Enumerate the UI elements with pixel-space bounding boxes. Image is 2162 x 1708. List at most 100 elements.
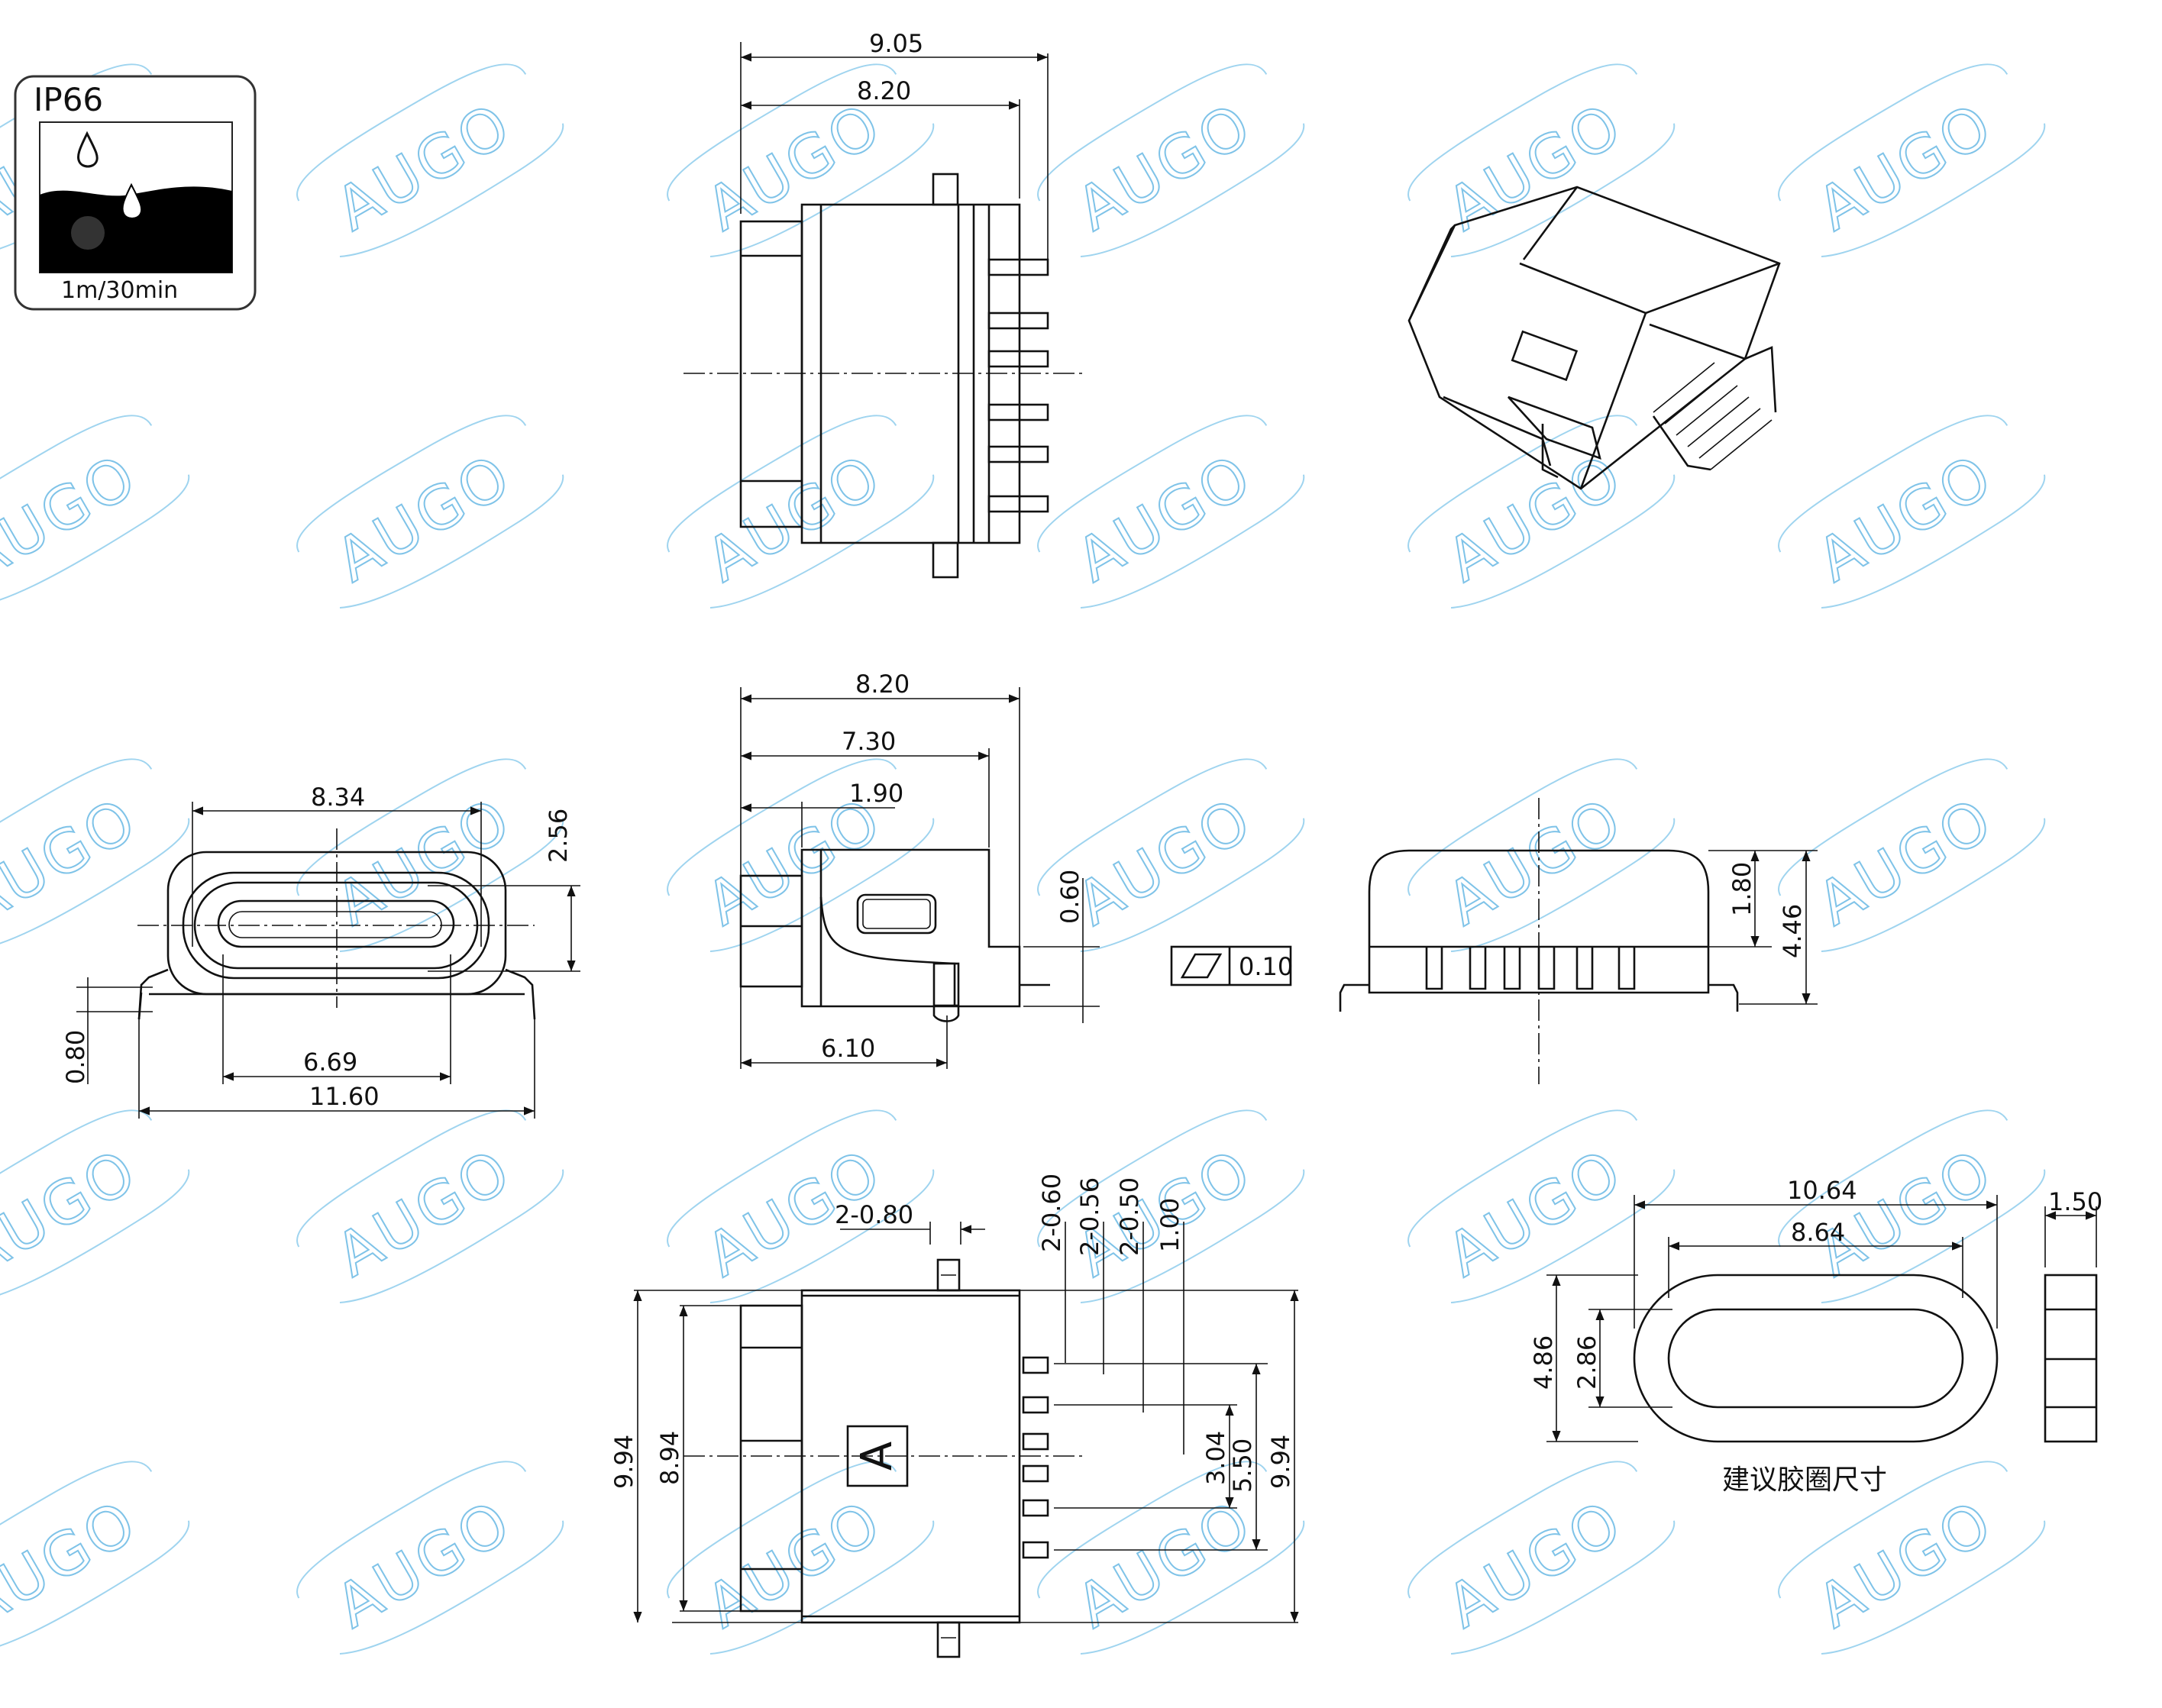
watermark-text: AUGO: [1436, 1487, 1634, 1642]
watermark: AUGO: [1407, 415, 1676, 609]
dim-footprint-pins: 5.50: [1228, 1438, 1257, 1493]
dim-footprint-body: 8.94: [655, 1431, 684, 1485]
watermark-swoosh: [1821, 1520, 2046, 1655]
watermark: AUGO: [0, 1109, 190, 1303]
watermark: AUGO: [667, 415, 935, 609]
watermark-text: AUGO: [325, 1487, 523, 1642]
watermark-swoosh: [1778, 63, 2008, 202]
ip66-badge: IP66 1m/30min: [14, 75, 257, 311]
watermark: AUGO: [667, 1461, 935, 1655]
watermark-swoosh: [1407, 1461, 1638, 1599]
watermark-swoosh: [0, 415, 153, 553]
watermark-text: AUGO: [1065, 441, 1264, 596]
watermark-swoosh: [709, 1169, 935, 1303]
watermark-swoosh: [1080, 818, 1305, 952]
water-body: [40, 186, 232, 273]
watermark-text: AUGO: [1806, 1136, 2005, 1290]
dim-gasket-inner: 8.64: [1791, 1218, 1845, 1247]
top-view: 9.05 8.20: [684, 29, 1084, 579]
isometric-view: [1407, 186, 1781, 490]
watermark-text: AUGO: [695, 441, 894, 596]
watermark-text: AUGO: [1065, 1487, 1264, 1642]
watermark-swoosh: [1821, 474, 2046, 609]
watermark: AUGO: [1407, 758, 1676, 952]
watermark: AUGO: [296, 1461, 564, 1655]
watermark-swoosh: [296, 1461, 527, 1599]
top-pin: [987, 445, 1049, 463]
dim-side-front: 6.10: [821, 1034, 875, 1063]
watermark-text: AUGO: [1436, 1136, 1634, 1290]
watermark-text: AUGO: [1065, 785, 1264, 939]
watermark-swoosh: [0, 758, 153, 896]
watermark-text: AUGO: [1065, 90, 1264, 244]
dim-footprint-inner: 3.04: [1201, 1431, 1230, 1485]
watermark-swoosh: [709, 1520, 935, 1655]
dim-footprint-height: 9.94: [609, 1435, 638, 1489]
gasket-view: 10.64 8.64 4.86 2.86 1.50 建议胶圈尺寸: [1529, 1176, 2102, 1496]
rear-view: 1.80 4.46: [1339, 798, 1818, 1084]
gasket-caption: 建议胶圈尺寸: [1722, 1464, 1887, 1496]
watermark: AUGO: [0, 1461, 190, 1655]
watermark-text: AUGO: [325, 441, 523, 596]
watermark: AUGO: [296, 415, 564, 609]
watermark-swoosh: [1778, 1461, 2008, 1599]
watermark-swoosh: [1821, 1169, 2046, 1303]
watermark-swoosh: [667, 1109, 897, 1248]
watermark: AUGO: [1778, 758, 2046, 952]
watermark-swoosh: [0, 818, 190, 952]
watermark-swoosh: [296, 415, 527, 553]
watermark-swoosh: [1037, 63, 1268, 202]
watermark-swoosh: [667, 1461, 897, 1599]
watermark-text: AUGO: [325, 90, 523, 244]
ip-rating: IP66: [34, 81, 103, 118]
ip-condition: 1m/30min: [61, 277, 178, 304]
watermark-swoosh: [0, 1461, 153, 1599]
watermark-swoosh: [1037, 1461, 1268, 1599]
watermark-swoosh: [1080, 474, 1305, 609]
watermark-swoosh: [1080, 123, 1305, 257]
rear-pin: [1617, 947, 1636, 990]
dim-pin-width-1: 2-0.60: [1037, 1174, 1066, 1252]
watermark-swoosh: [1778, 758, 2008, 896]
dim-side-shell: 1.90: [849, 779, 903, 808]
watermark: AUGO: [1037, 415, 1305, 609]
dim-front-overall: 11.60: [309, 1082, 380, 1111]
watermark-swoosh: [1821, 123, 2046, 257]
watermark-swoosh: [339, 474, 564, 609]
watermark-text: AUGO: [1806, 441, 2005, 596]
dim-gasket-height: 4.86: [1529, 1335, 1558, 1390]
watermark: AUGO: [296, 1109, 564, 1303]
dim-side-pin: 0.60: [1055, 870, 1084, 924]
watermark: AUGO: [1407, 63, 1676, 257]
watermark-text: AUGO: [1436, 785, 1634, 939]
dim-gasket-thickness: 1.50: [2048, 1187, 2102, 1216]
watermark-swoosh: [709, 474, 935, 609]
watermark-swoosh: [339, 1169, 564, 1303]
water-drop-icon: [76, 131, 99, 168]
rear-pin: [1575, 947, 1594, 990]
top-pin: [987, 403, 1049, 421]
watermark-layer: AUGO AUGO AUGO AUGO AUGO AUGO AUGO AUGO AUGO AUGO…: [0, 63, 2046, 1655]
flatness-tolerance: 0.10: [1239, 952, 1293, 981]
rear-pin: [1469, 947, 1487, 990]
watermark-swoosh: [1450, 818, 1676, 952]
top-pin: [987, 350, 1049, 368]
watermark-text: AUGO: [1436, 441, 1634, 596]
watermark-text: AUGO: [325, 1136, 523, 1290]
dim-rear-top: 1.80: [1727, 862, 1756, 916]
watermark-swoosh: [1821, 818, 2046, 952]
watermark-swoosh: [0, 1169, 190, 1303]
watermark-swoosh: [1037, 758, 1268, 896]
watermark-swoosh: [339, 1520, 564, 1655]
watermark-swoosh: [1407, 63, 1638, 202]
dim-pin-width-3: 2-0.50: [1115, 1177, 1144, 1256]
watermark-swoosh: [1080, 1169, 1305, 1303]
top-pin: [987, 312, 1049, 330]
watermark-swoosh: [0, 474, 190, 609]
iso-pins: [1652, 346, 1777, 471]
footprint-pad: [1022, 1464, 1049, 1483]
watermark-swoosh: [1080, 1520, 1305, 1655]
footprint-view: 2-0.80 A 9.94 8.94 2-0.60 2-0.56 2-0.50: [609, 1174, 1299, 1658]
watermark-swoosh: [1037, 1109, 1268, 1248]
watermark: AUGO: [1778, 415, 2046, 609]
